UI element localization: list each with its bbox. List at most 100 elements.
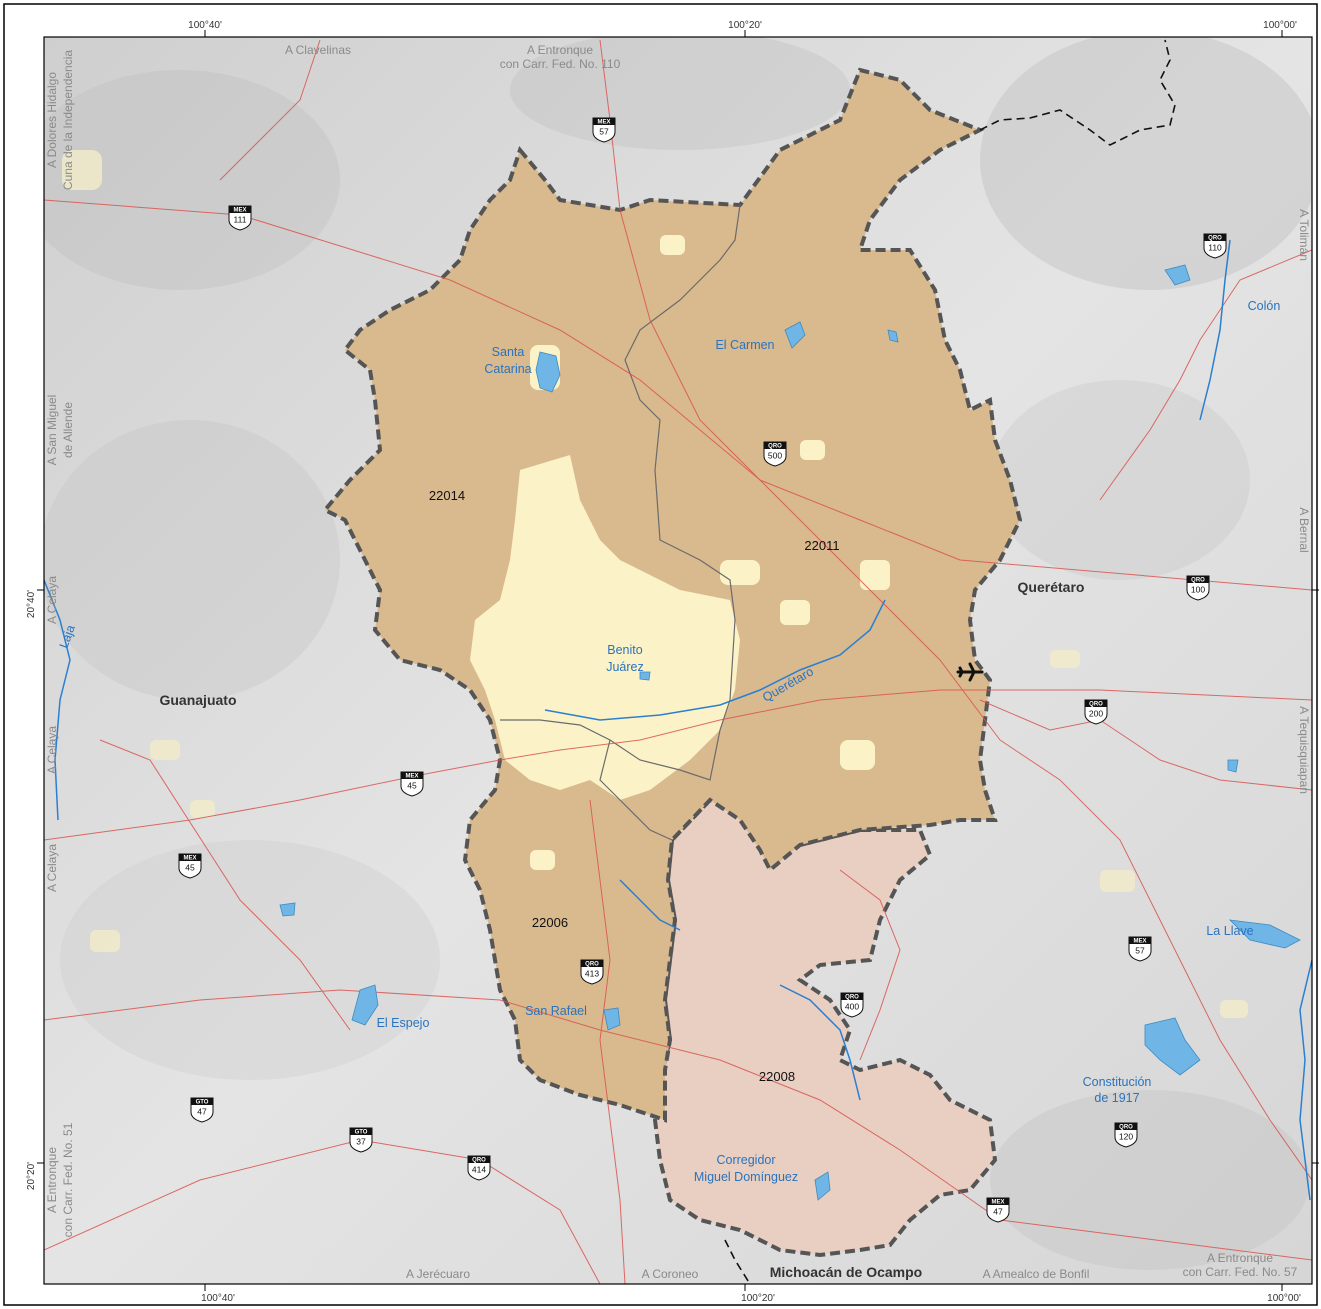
rivers [44,239,1312,1201]
dest-dolores-line2: Cuna de la Independencia [61,50,75,190]
region-code-22008: 22008 [759,1069,795,1084]
urban-benito-juarez [470,455,740,800]
shield-type-label: MEX [597,120,610,126]
dest-celaya-2: A Celaya [45,726,59,774]
dest-entronque-110-line1: A Entronque [527,43,593,57]
coord-bottom-1: 100°40' [201,1293,235,1304]
airplane-icon [956,662,984,682]
dest-entronque-51-line2: con Carr. Fed. No. 51 [61,1122,75,1237]
place-el-carmen: El Carmen [715,338,774,352]
shield-type-label: MEX [233,208,246,214]
road-shields: MEX57MEX111QRO110QRO500QRO100QRO200MEX45… [178,117,1227,1223]
shield-type-label: QRO [1089,702,1103,708]
shield-number-label: 200 [1089,709,1103,719]
shield-number-label: 111 [234,215,247,225]
shield-type-label: QRO [768,444,782,450]
coord-top-2: 100°20' [728,20,762,31]
shield-number-label: 100 [1191,585,1205,595]
state-michoacan: Michoacán de Ocampo [770,1264,922,1280]
map-frame [43,36,1313,1285]
coord-top-1: 100°40' [188,20,222,31]
shield-type-label: QRO [1191,578,1205,584]
coord-left-1: 20°40' [26,590,37,618]
dest-bernal: A Bernal [1297,507,1311,552]
coord-left-2: 20°20' [26,1162,37,1190]
dest-entronque-51-line1: A Entronque [45,1147,59,1213]
shield-number-label: 45 [407,781,417,791]
urban-patches [530,235,890,870]
place-santa-catarina-line2: Catarina [484,362,531,376]
roads [44,39,1312,1284]
coord-top-3: 100°00' [1263,20,1297,31]
shield-number-label: 120 [1119,1132,1133,1142]
dest-celaya-1: A Celaya [45,576,59,624]
dest-jerecuaro: A Jerécuaro [406,1267,470,1281]
place-colon: Colón [1248,299,1281,313]
region-22008[interactable] [652,797,998,1258]
water-bodies [279,264,1301,1201]
dest-coroneo: A Coroneo [642,1267,699,1281]
dest-entronque-57-line1: A Entronque [1207,1251,1273,1265]
shield-number-label: 45 [185,863,195,873]
place-san-rafael: San Rafael [525,1004,587,1018]
shield-number-label: 413 [585,969,599,979]
shield-type-label: MEX [991,1200,1004,1206]
state-guanajuato: Guanajuato [159,692,236,708]
shield-type-label: MEX [405,774,418,780]
dest-dolores-line1: A Dolores Hidalgo [45,72,59,168]
dest-entronque-57-line2: con Carr. Fed. No. 57 [1183,1265,1298,1279]
shield-type-label: GTO [355,1130,368,1136]
shield-number-label: 400 [845,1002,859,1012]
internal-boundaries [500,204,741,841]
shield-number-label: 47 [993,1207,1003,1217]
relief-texture [44,37,1312,1270]
shield-number-label: 110 [1208,243,1222,253]
dest-celaya-3: A Celaya [45,844,59,892]
shield-type-label: QRO [585,962,599,968]
dest-entronque-110-line2: con Carr. Fed. No. 110 [500,57,621,71]
coord-bottom-2: 100°20' [741,1293,775,1304]
place-benito-juarez-line1: Benito [607,643,642,657]
frame-ticks [37,30,1319,1291]
region-code-22006: 22006 [532,915,568,930]
coord-bottom-3: 100°00' [1267,1293,1301,1304]
dest-clavelinas: A Clavelinas [285,43,351,57]
shield-number-label: 500 [768,451,782,461]
shield-number-label: 47 [197,1107,207,1117]
place-benito-juarez-line2: Juárez [606,660,644,674]
region-code-22011: 22011 [804,538,839,553]
shield-type-label: MEX [183,856,196,862]
place-constitucion-line1: Constitución [1083,1075,1152,1089]
outside-settlements [62,150,1248,1018]
place-santa-catarina-line1: Santa [492,345,525,359]
dest-tequisquiapan: A Tequisquiapan [1297,706,1311,794]
shield-number-label: 37 [356,1137,366,1147]
shield-number-label: 414 [472,1165,486,1175]
shield-type-label: GTO [196,1100,209,1106]
shield-type-label: QRO [845,995,859,1001]
state-boundary [724,39,1176,1284]
place-constitucion-line2: de 1917 [1094,1091,1139,1105]
dest-toliman: A Tolimán [1297,209,1311,261]
dest-san-miguel-line2: de Allende [61,402,75,458]
place-el-espejo: El Espejo [377,1016,430,1030]
place-corregidor-line2: Miguel Domínguez [694,1170,798,1184]
shield-number-label: 57 [599,127,609,137]
region-code-22014: 22014 [429,488,465,503]
shield-number-label: 57 [1135,946,1145,956]
shield-type-label: QRO [472,1158,486,1164]
place-la-llave: La Llave [1206,924,1253,938]
shield-type-label: QRO [1208,236,1222,242]
state-queretaro: Querétaro [1018,579,1085,595]
